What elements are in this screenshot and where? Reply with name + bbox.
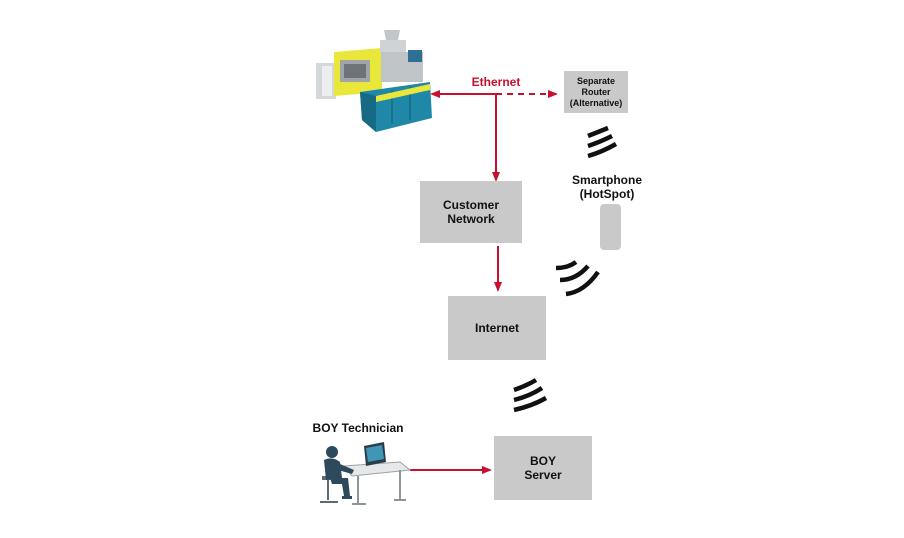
boy-server-box: BOY Server bbox=[494, 436, 592, 500]
internet-box: Internet bbox=[448, 296, 546, 360]
wireless-signal-icon bbox=[513, 378, 548, 413]
smartphone-label: Smartphone (HotSpot) bbox=[571, 173, 642, 201]
wireless-signal-icon bbox=[555, 260, 600, 297]
customer-network-box: Customer Network bbox=[420, 181, 522, 243]
technician-label: BOY Technician bbox=[312, 421, 404, 435]
ethernet-label: Ethernet bbox=[471, 75, 521, 89]
separate-router-box: Separate Router (Alternative) bbox=[564, 71, 628, 113]
injection-molding-machine-icon bbox=[316, 30, 432, 132]
technician-workstation-icon bbox=[320, 442, 412, 505]
smartphone-icon bbox=[600, 204, 621, 250]
wireless-signal-icon bbox=[587, 125, 618, 159]
